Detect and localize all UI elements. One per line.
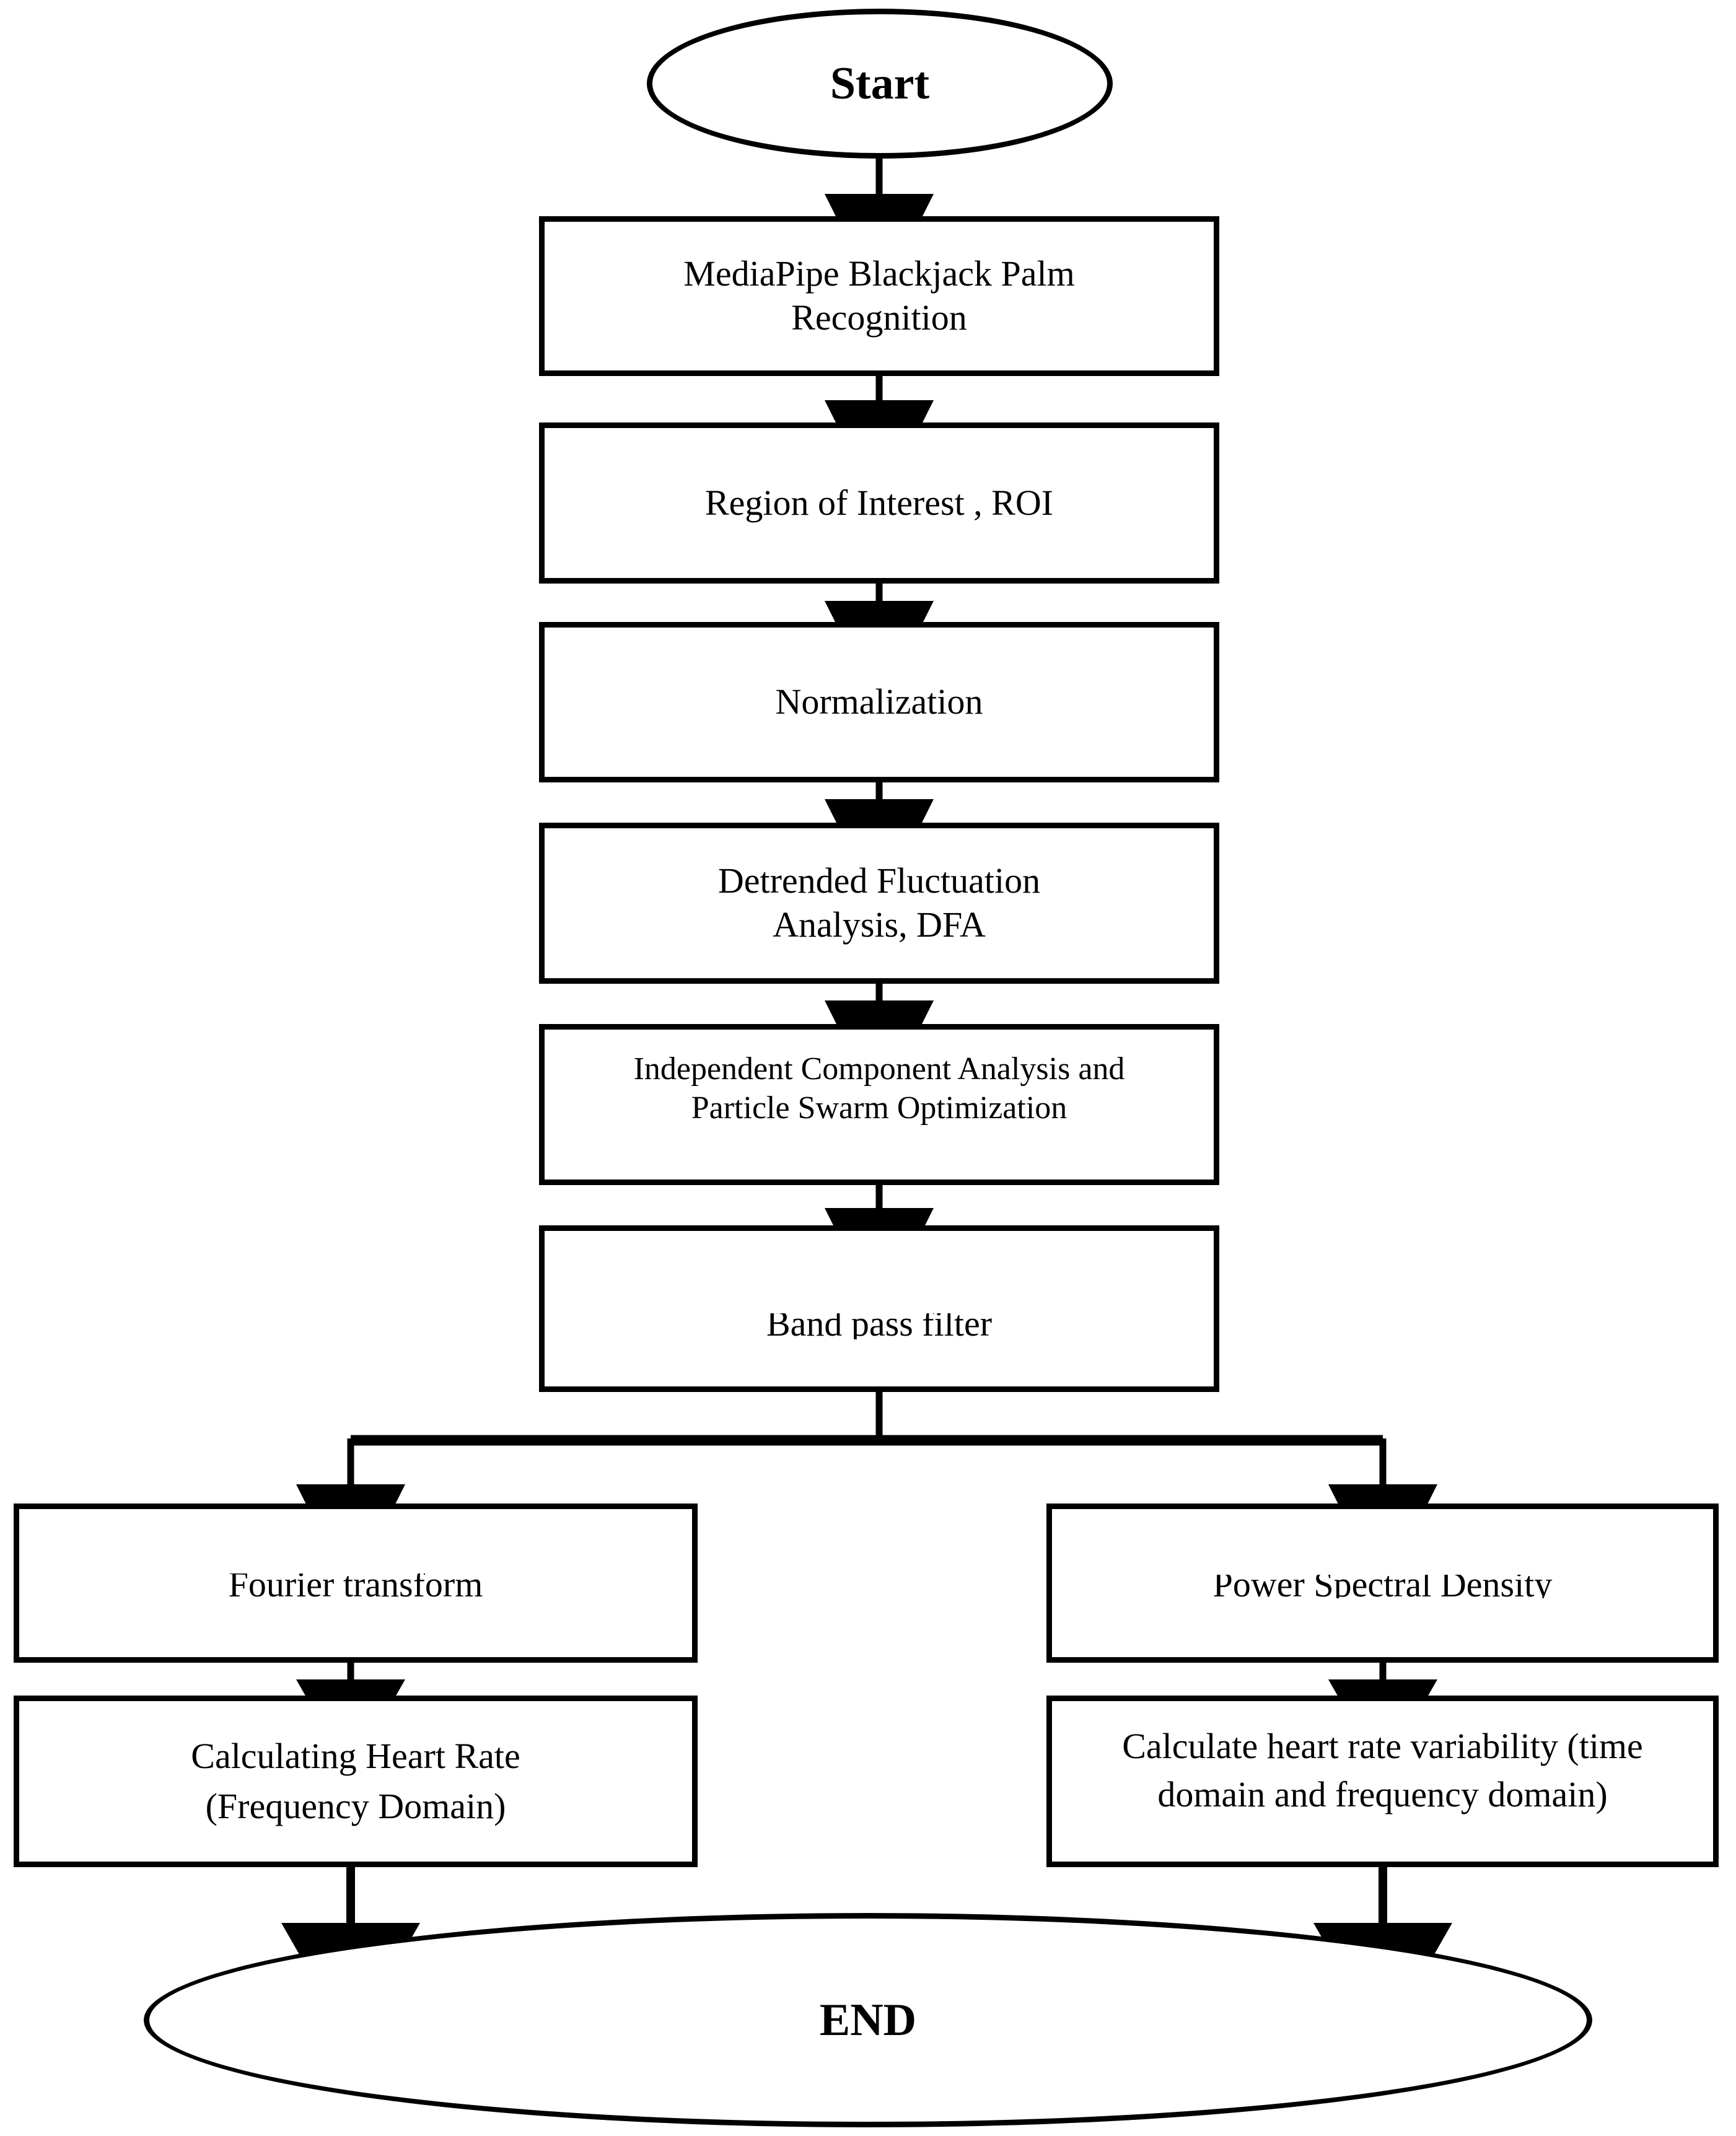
node-fourier-label: Fourier transform	[228, 1574, 483, 1602]
node-normalization[interactable]: Normalization	[539, 622, 1219, 782]
node-calc-hr-label: Calculating Heart Rate (Frequency Domain…	[191, 1736, 520, 1826]
node-bandpass-label: Band pass filter	[766, 1313, 993, 1339]
node-fourier[interactable]: Fourier transform	[14, 1504, 698, 1663]
node-roi-label: Region of Interest , ROI	[704, 482, 1054, 523]
node-ica-pso[interactable]: Independent Component Analysis and Parti…	[539, 1024, 1219, 1185]
node-calc-hr[interactable]: Calculating Heart Rate (Frequency Domain…	[14, 1696, 698, 1867]
node-start-label: Start	[830, 58, 930, 109]
node-psd[interactable]: Power Spectral Density	[1046, 1504, 1719, 1663]
node-mediapipe[interactable]: MediaPipe Blackjack Palm Recognition	[539, 216, 1219, 376]
node-start[interactable]: Start	[647, 9, 1113, 159]
node-end-label: END	[819, 1994, 917, 2046]
node-ica-pso-label: Independent Component Analysis and Parti…	[633, 1051, 1125, 1126]
node-psd-label: Power Spectral Density	[1212, 1575, 1553, 1598]
node-calc-hrv-label: Calculate heart rate variability (time d…	[1122, 1726, 1643, 1814]
node-bandpass[interactable]: Band pass filter	[539, 1225, 1219, 1392]
node-mediapipe-label: MediaPipe Blackjack Palm Recognition	[683, 253, 1075, 338]
node-end[interactable]: END	[144, 1913, 1592, 2127]
node-psd-clip: Power Spectral Density	[1052, 1575, 1713, 1598]
node-roi[interactable]: Region of Interest , ROI	[539, 422, 1219, 584]
node-bandpass-clip: Band pass filter	[545, 1313, 1214, 1339]
node-calc-hrv[interactable]: Calculate heart rate variability (time d…	[1046, 1696, 1719, 1867]
node-dfa[interactable]: Detrended Fluctuation Analysis, DFA	[539, 823, 1219, 984]
node-fourier-clip: Fourier transform	[19, 1574, 692, 1602]
node-dfa-label: Detrended Fluctuation Analysis, DFA	[717, 860, 1041, 945]
node-normalization-label: Normalization	[775, 681, 983, 722]
